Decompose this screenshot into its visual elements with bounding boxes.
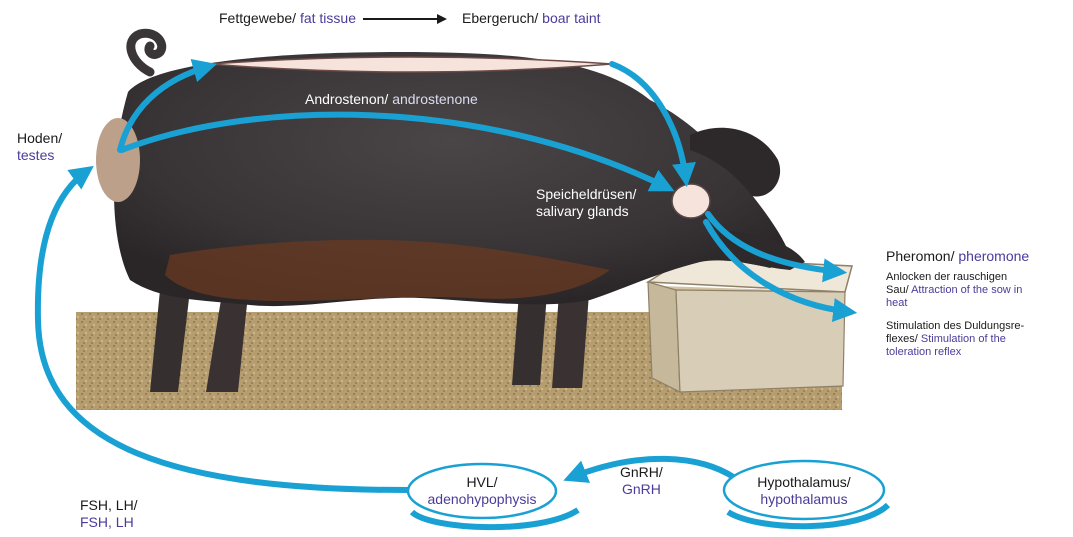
stimulation-de: Stimulation des Duldungsre- xyxy=(886,320,1024,333)
label-hypothalamus: Hypothalamus/ hypothalamus xyxy=(728,474,880,508)
androstenone-en: androstenone xyxy=(392,91,478,107)
label-stimulation: Stimulation des Duldungsre- flexes/ Stim… xyxy=(886,320,1024,359)
label-fsh-lh: FSH, LH/ FSH, LH xyxy=(80,497,138,531)
attraction-de: Anlocken der rauschigen xyxy=(886,271,1022,284)
salivary-gland-shape xyxy=(672,184,710,218)
stimulation-en: Stimulation of the xyxy=(921,333,1006,345)
salivary-de: Speicheldrüsen/ xyxy=(536,186,636,203)
pheromone-en: pheromone xyxy=(958,248,1029,264)
gnrh-de: GnRH/ xyxy=(620,464,663,481)
testes-de: Hoden/ xyxy=(17,130,62,147)
androstenone-de: Androstenon/ xyxy=(305,91,388,107)
attraction-en: Attraction of the sow in xyxy=(911,284,1022,296)
stimulation-en-2: toleration reflex xyxy=(886,346,1024,359)
label-testes: Hoden/ testes xyxy=(17,130,62,164)
stimulation-de-2: flexes/ xyxy=(886,333,918,345)
label-gnrh: GnRH/ GnRH xyxy=(620,464,663,498)
boar-taint-de: Ebergeruch/ xyxy=(462,10,538,26)
fat-tissue-de: Fettgewebe/ xyxy=(219,10,296,26)
label-attraction: Anlocken der rauschigen Sau/ Attraction … xyxy=(886,271,1022,310)
gnrh-en: GnRH xyxy=(620,481,663,498)
label-pheromone: Pheromon/ pheromone xyxy=(886,248,1029,265)
pheromone-de: Pheromon/ xyxy=(886,248,954,264)
fsh-lh-en: FSH, LH xyxy=(80,514,138,531)
label-fat-tissue: Fettgewebe/ fat tissue xyxy=(219,10,356,27)
attraction-de-2: Sau/ xyxy=(886,284,909,296)
fsh-lh-de: FSH, LH/ xyxy=(80,497,138,514)
hvl-en: adenohypophysis xyxy=(412,491,552,508)
attraction-en-2: heat xyxy=(886,297,1022,310)
hvl-de: HVL/ xyxy=(412,474,552,491)
label-salivary-glands: Speicheldrüsen/ salivary glands xyxy=(536,186,636,220)
hypothalamus-en: hypothalamus xyxy=(728,491,880,508)
fat-tissue-en: fat tissue xyxy=(300,10,356,26)
feed-trough xyxy=(648,258,852,392)
label-hvl: HVL/ adenohypophysis xyxy=(412,474,552,508)
salivary-en: salivary glands xyxy=(536,203,636,220)
boar-taint-en: boar taint xyxy=(542,10,600,26)
hypothalamus-de: Hypothalamus/ xyxy=(728,474,880,491)
testes-en: testes xyxy=(17,147,62,164)
label-boar-taint: Ebergeruch/ boar taint xyxy=(462,10,601,27)
label-androstenone: Androstenon/ androstenone xyxy=(305,91,478,108)
